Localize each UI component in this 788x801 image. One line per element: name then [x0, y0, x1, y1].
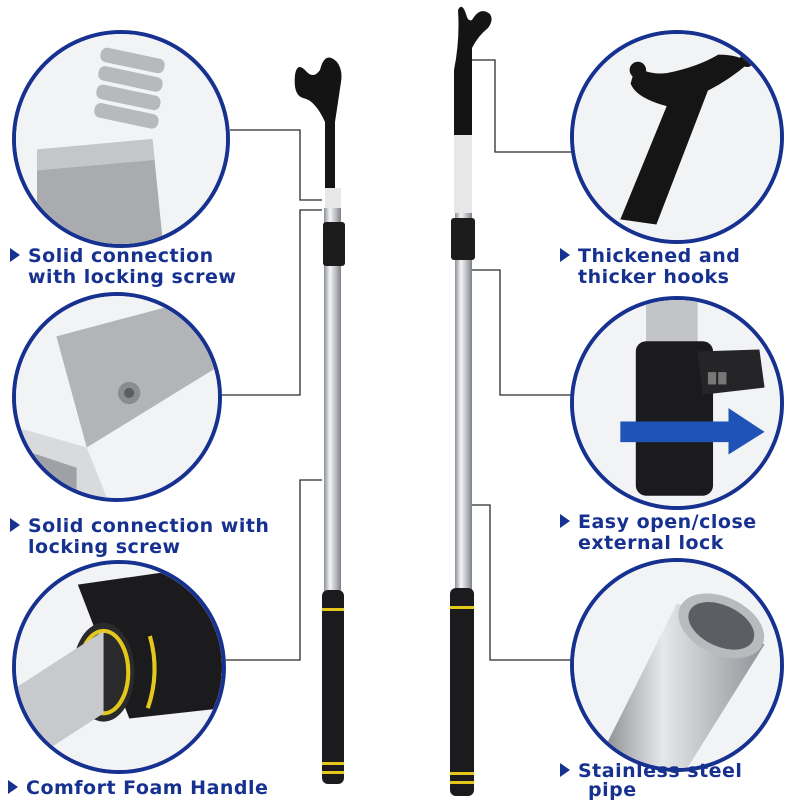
feature-label-external-lock: Easy open/close external lock: [560, 512, 757, 554]
feature-label-lock-screw: Solid connection with locking screw: [10, 516, 269, 558]
feature-text-line2: external lock: [578, 532, 724, 554]
arrow-right-icon: [10, 248, 20, 262]
feature-label-screw: Solid connection with locking screw: [10, 246, 236, 288]
detail-circle-foam: [12, 560, 226, 774]
boat-hook-left: [294, 57, 345, 784]
arrow-right-icon: [8, 780, 18, 794]
feature-text-line1: Solid connection: [28, 245, 214, 267]
arrow-right-icon: [560, 514, 570, 528]
arrow-right-icon: [560, 763, 570, 777]
detail-circle-steel: [570, 558, 784, 772]
feature-label-steel: Stainless steel pipe: [560, 762, 742, 800]
feature-text-line2: with locking screw: [28, 266, 237, 288]
feature-text-line1: Easy open/close: [578, 511, 757, 533]
detail-circle-hooks: [570, 30, 784, 244]
detail-circle-external-lock: [570, 296, 784, 510]
feature-text-line1: Thickened and: [578, 245, 741, 267]
feature-text-line2: locking screw: [28, 536, 181, 558]
feature-text-line2: thicker hooks: [578, 266, 730, 288]
detail-circle-lock-screw: [12, 292, 222, 502]
feature-text-line1: Comfort Foam Handle: [26, 777, 269, 799]
feature-text-line1: Stainless steel: [578, 760, 743, 782]
arrow-right-icon: [560, 248, 570, 262]
feature-text-line2: pipe: [588, 779, 637, 801]
feature-text-line1: Solid connection with: [28, 515, 270, 537]
arrow-right-icon: [10, 518, 20, 532]
feature-label-hooks: Thickened and thicker hooks: [560, 246, 740, 288]
detail-circle-screw: [12, 30, 230, 248]
boat-hook-right: [450, 6, 492, 796]
feature-label-foam: Comfort Foam Handle: [8, 778, 268, 799]
